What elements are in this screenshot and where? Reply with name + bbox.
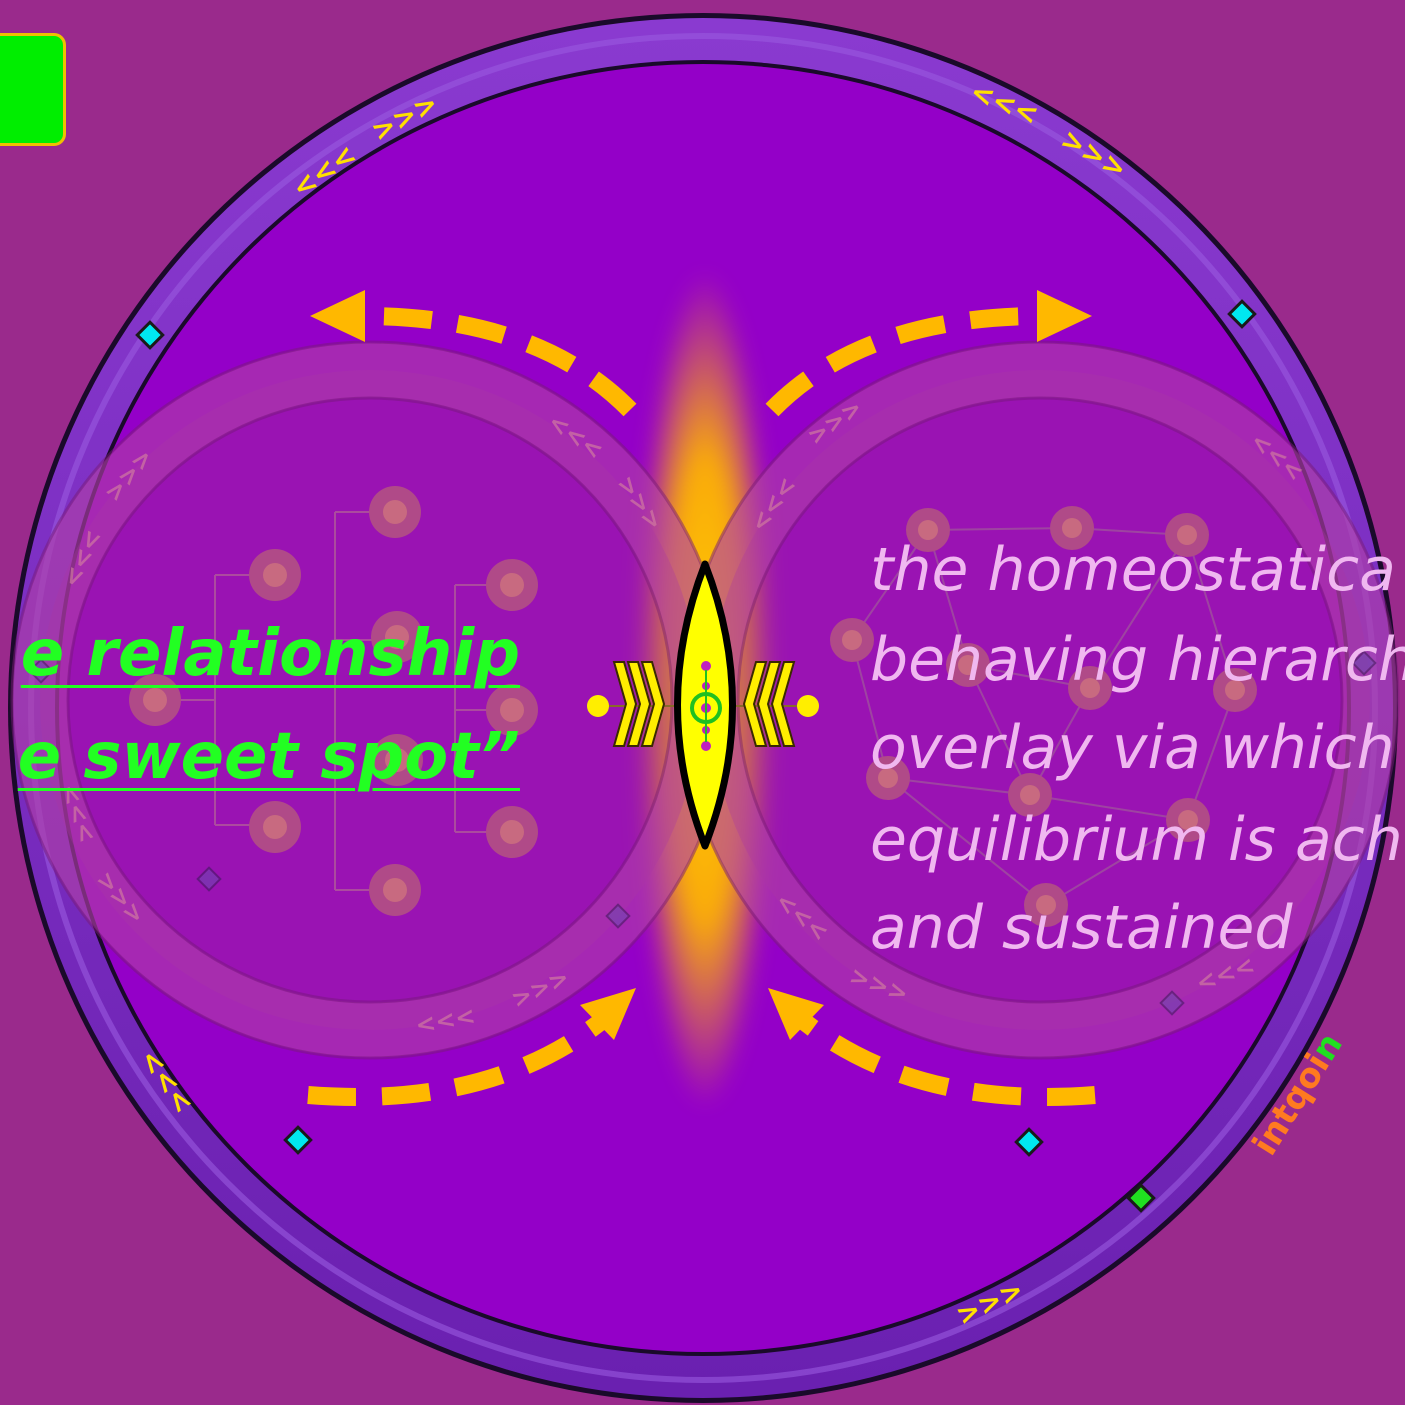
network-node: [1068, 666, 1112, 710]
diamond-icon: [1159, 990, 1185, 1016]
left-circle: [10, 340, 730, 1060]
arrowhead-bottom-left-icon: [580, 988, 636, 1040]
flow-arrow-top-left: [369, 307, 637, 417]
right-caption-line-5: and sustained: [870, 893, 1293, 963]
network-node: [1166, 798, 1210, 842]
right-caption-line-2: behaving hierarch: [870, 625, 1405, 695]
tree-node: [371, 611, 423, 663]
network-node: [866, 756, 910, 800]
flow-arrowheads: [310, 290, 1092, 1040]
arrowhead-bottom-right-icon: [768, 988, 824, 1040]
right-caption-line-4: equilibrium is ach: [870, 805, 1403, 875]
flow-arrow-bottom-left: [307, 1003, 621, 1106]
network-node: [1213, 668, 1257, 712]
diamond-icon: [1014, 1127, 1044, 1157]
tree-node: [369, 864, 421, 916]
emblem-chevrons-right-icon: [742, 661, 796, 747]
diamond-icon: [1227, 299, 1257, 329]
diamond-icon: [1126, 1183, 1156, 1213]
emblem-endpoint-right: [797, 695, 819, 717]
tree-node: [486, 559, 538, 611]
emblem-core-icon: [690, 661, 722, 751]
diamond-icon: [1351, 650, 1377, 676]
tree-node: [129, 674, 181, 726]
network-node: [1008, 773, 1052, 817]
emblem-chevrons-left-icon: [612, 661, 666, 747]
tree-node: [249, 801, 301, 853]
network-node: [906, 508, 950, 552]
diamond-icon: [135, 320, 165, 350]
ring-diamonds: [135, 299, 1257, 1213]
tree-node: [486, 806, 538, 858]
network-node: [830, 618, 874, 662]
faint-diamonds: [28, 650, 1377, 1016]
flow-arrow-bottom-right: [784, 1003, 1096, 1106]
green-tab[interactable]: [0, 33, 66, 146]
left-caption-line-2[interactable]: e sweet spot”: [17, 720, 520, 794]
network-node: [946, 643, 990, 687]
right-caption-line-3: overlay via which: [870, 713, 1395, 783]
network-node: [1024, 883, 1068, 927]
central-emblem: [587, 560, 819, 850]
diamond-icon: [605, 903, 631, 929]
right-caption-line-1: the homeostatica: [870, 535, 1396, 605]
arrowhead-right-icon: [1037, 290, 1092, 342]
network-node: [1050, 506, 1094, 550]
diamond-icon: [28, 658, 54, 684]
flow-arrows: [307, 307, 1096, 1106]
tree-node: [249, 549, 301, 601]
tree-node: [369, 486, 421, 538]
flow-arrow-top-right: [765, 307, 1036, 417]
left-caption-line-1[interactable]: e relationship: [20, 617, 520, 691]
arrowhead-left-icon: [310, 290, 365, 342]
right-network-nodes: [830, 506, 1257, 927]
tree-node: [486, 684, 538, 736]
diamond-icon: [196, 866, 222, 892]
emblem-endpoint-left: [587, 695, 609, 717]
left-tree-nodes: [129, 486, 538, 916]
left-hierarchy-tree: [155, 511, 512, 891]
network-node: [1165, 513, 1209, 557]
diamond-icon: [283, 1125, 313, 1155]
tree-node: [371, 734, 423, 786]
